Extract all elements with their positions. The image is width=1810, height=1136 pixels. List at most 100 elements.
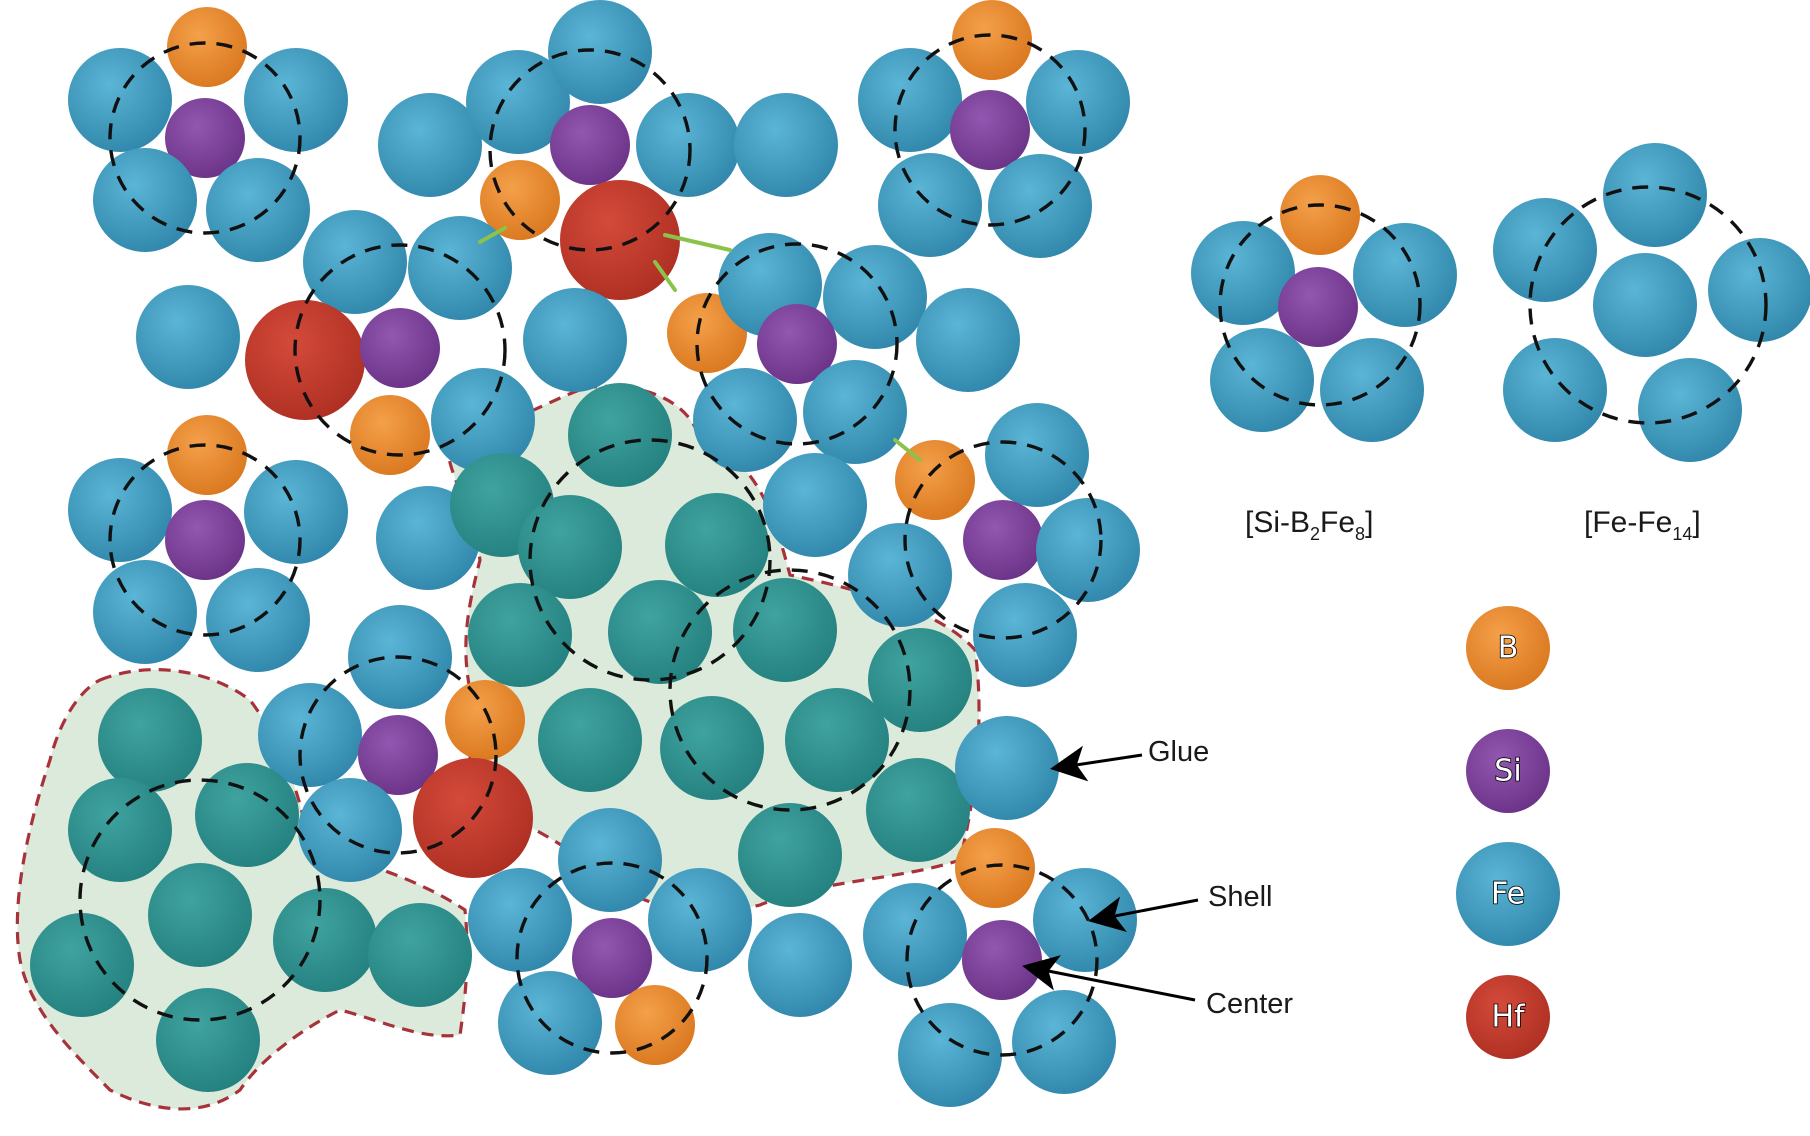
b-atom (167, 7, 247, 87)
shell-ring (293, 243, 507, 457)
fe-atom (763, 453, 867, 557)
diffusion-arrow (653, 260, 677, 292)
fe-atom (916, 288, 1020, 392)
hf-legend-swatch (1466, 975, 1550, 1059)
si-atom (963, 500, 1043, 580)
b-atom (895, 440, 975, 520)
fe-atom (665, 493, 769, 597)
fe-atom (30, 913, 134, 1017)
diffusion-arrow (478, 226, 507, 244)
legend-item-si: Si (1466, 729, 1550, 813)
fe-atom (523, 288, 627, 392)
shell-ring (78, 778, 322, 1022)
label-center: Center (1206, 988, 1293, 1020)
si-atom (950, 90, 1030, 170)
fe-atom (973, 583, 1077, 687)
fe-atom (1638, 358, 1742, 462)
fe-atom (558, 808, 662, 912)
legend-item-hf: Hf (1466, 975, 1550, 1059)
fe-atom (68, 48, 172, 152)
b-atom (952, 0, 1032, 80)
shell-ring (108, 41, 302, 235)
annotation-shell: Shell (1088, 881, 1273, 933)
fe-atom (136, 285, 240, 389)
shell-ring (298, 655, 498, 855)
fe-atom (98, 688, 202, 792)
si-atom (1278, 267, 1358, 347)
shell-ring (1218, 203, 1422, 407)
fe-atom (648, 868, 752, 972)
fe-atom (693, 368, 797, 472)
si-atom (165, 500, 245, 580)
shell-outlines (78, 33, 1103, 1057)
shell-ring (695, 242, 899, 446)
si-atom (360, 308, 440, 388)
reference-motifs (1191, 143, 1810, 462)
fe-atom (93, 560, 197, 664)
legend-item-b: B (1466, 606, 1550, 690)
si-atom (165, 98, 245, 178)
fe-atom (863, 883, 967, 987)
diffusion-arrows (478, 226, 922, 462)
label-shell: Shell (1208, 881, 1273, 913)
shell-ring (1528, 185, 1768, 425)
fe-atom (660, 696, 764, 800)
fe-atom (156, 988, 260, 1092)
fe-atom (985, 403, 1089, 507)
fe-atom (68, 458, 172, 562)
fe-atom (878, 153, 982, 257)
fe-atom (1012, 990, 1116, 1094)
fe-atom (1603, 143, 1707, 247)
fe-legend-swatch (1456, 842, 1560, 946)
formula-fe-fe14: [Fe-Fe14] (1584, 506, 1701, 544)
shell-ring (668, 568, 912, 812)
fe-atom (378, 93, 482, 197)
si-atom (550, 105, 630, 185)
fe-atom (1320, 338, 1424, 442)
fe-atom (898, 1003, 1002, 1107)
b-atom (955, 828, 1035, 908)
fe-atom (1210, 328, 1314, 432)
fe-atom (538, 688, 642, 792)
shell-ring (893, 33, 1087, 227)
legend-label: Hf (1491, 1000, 1526, 1035)
legend-item-fe: Fe (1456, 842, 1560, 946)
fe-atom (518, 495, 622, 599)
hf-atom (560, 180, 680, 300)
b-atom (167, 415, 247, 495)
fe-atom (68, 778, 172, 882)
si-legend-swatch (1466, 729, 1550, 813)
legend-label: Si (1494, 754, 1521, 789)
fe-atom (93, 148, 197, 252)
legend-label: Fe (1491, 877, 1525, 912)
fe-atom (858, 48, 962, 152)
fe-atom (608, 580, 712, 684)
fe-atom (195, 763, 299, 867)
hf-atom (245, 300, 365, 420)
fe-atom (748, 913, 852, 1017)
fe-atom (148, 863, 252, 967)
fe-atom (1026, 50, 1130, 154)
b-atom (615, 985, 695, 1065)
fe-atom (498, 971, 602, 1075)
fe-atom (244, 48, 348, 152)
si-atom (358, 715, 438, 795)
fe-atom (1033, 868, 1137, 972)
shell-ring (515, 861, 709, 1055)
fe-atom (1191, 221, 1295, 325)
fe-atom (1503, 338, 1607, 442)
fe-atom (368, 903, 472, 1007)
shell-ring (528, 438, 772, 682)
fe-atom (988, 154, 1092, 258)
si-atom (572, 918, 652, 998)
formula-si-b2fe8: [Si-B2Fe8] (1245, 506, 1373, 544)
diffusion-arrow (893, 438, 922, 462)
fe-atom (431, 368, 535, 472)
fe-atom (1036, 498, 1140, 602)
fe-atom (568, 383, 672, 487)
fe-atom (785, 688, 889, 792)
b-atom (350, 395, 430, 475)
fe-atom (738, 803, 842, 907)
